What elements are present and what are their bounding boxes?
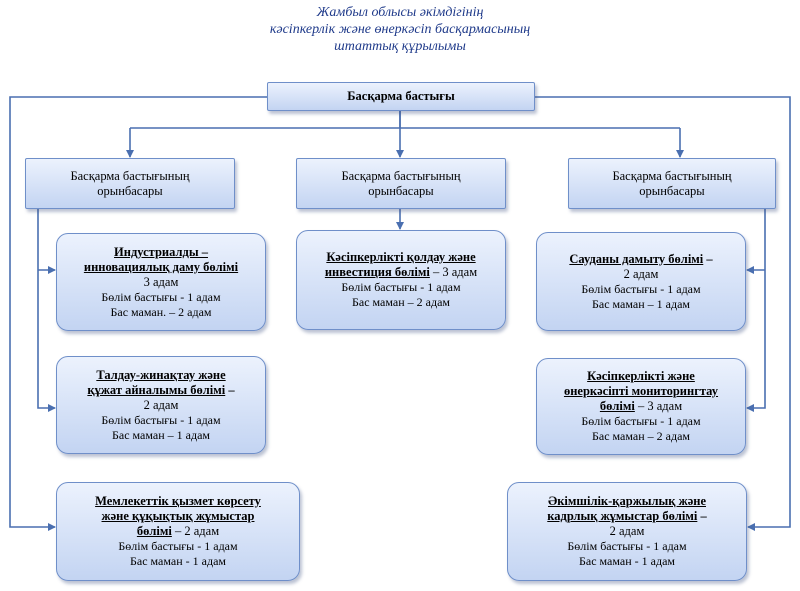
- dept-civil-name3: бөлімі: [136, 524, 172, 538]
- dept-civil-name1: Мемлекеттік қызмет көрсету: [95, 494, 261, 508]
- line-right-branch: [746, 208, 766, 412]
- dept-civil-head: Бөлім бастығы - 1 адам: [118, 539, 238, 553]
- dept-civil-count: – 2 адам: [171, 524, 220, 538]
- dept-support-count: – 3 адам: [429, 265, 478, 279]
- dept-admin-suffix: –: [697, 509, 707, 523]
- dept-support-name2: инвестиция бөлімі: [324, 265, 430, 279]
- dept-civil: Мемлекеттік қызмет көрсету және құқықтық…: [56, 482, 300, 581]
- dept-analysis-suffix: –: [225, 382, 235, 397]
- dept-admin-name2: кадрлық жұмыстар бөлімі: [547, 509, 698, 523]
- dept-trade-head: Бөлім бастығы - 1 адам: [581, 281, 701, 296]
- line-outer-right: [534, 96, 791, 531]
- dept-analysis-spec: Бас маман – 1 адам: [112, 427, 210, 442]
- dept-support-spec: Бас маман – 2 адам: [352, 295, 450, 309]
- title-line-1: Жамбыл облысы әкімдігінің: [316, 5, 484, 20]
- line-outer-left: [9, 96, 268, 531]
- dept-monitoring-head: Бөлім бастығы - 1 адам: [581, 414, 701, 428]
- deputy-box-center: Басқарма бастығының орынбасары: [296, 158, 506, 209]
- dept-admin-name1: Әкімшілік-қаржылық және: [548, 494, 706, 508]
- deputy-left-line2: орынбасары: [97, 183, 163, 198]
- dept-industrial-head: Бөлім бастығы - 1 адам: [101, 289, 221, 304]
- dept-admin-head: Бөлім бастығы - 1 адам: [567, 539, 687, 553]
- page-title: Жамбыл облысы әкімдігінің кәсіпкерлік жә…: [180, 4, 620, 55]
- dept-trade-count: 2 адам: [623, 266, 659, 281]
- deputy-center-line2: орынбасары: [368, 183, 434, 198]
- dept-industrial-count: 3 адам: [143, 274, 179, 289]
- dept-admin: Әкімшілік-қаржылық және кадрлық жұмыстар…: [507, 482, 747, 581]
- deputy-right-line2: орынбасары: [639, 183, 705, 198]
- dept-trade: Сауданы дамыту бөлімі – 2 адам Бөлім бас…: [536, 232, 746, 331]
- dept-monitoring-name1: Кәсіпкерлікті және: [587, 369, 695, 383]
- dept-support-head: Бөлім бастығы - 1 адам: [341, 280, 461, 294]
- deputy-box-right: Басқарма бастығының орынбасары: [568, 158, 776, 209]
- dept-support: Кәсіпкерлікті қолдау және инвестиция бөл…: [296, 230, 506, 330]
- deputy-left-line1: Басқарма бастығының: [70, 168, 190, 183]
- dept-industrial-spec: Бас маман. – 2 адам: [110, 304, 212, 319]
- head-label: Басқарма бастығы: [347, 89, 455, 103]
- dept-analysis-count: 2 адам: [143, 397, 179, 412]
- dept-trade-name1: Сауданы дамыту бөлімі: [569, 251, 704, 266]
- dept-monitoring-name3: бөлімі: [599, 399, 635, 413]
- dept-monitoring: Кәсіпкерлікті және өнеркәсіпті мониторин…: [536, 358, 746, 455]
- dept-civil-spec: Бас маман - 1 адам: [130, 554, 226, 568]
- dept-trade-suffix: –: [703, 251, 713, 266]
- dept-admin-spec: Бас маман - 1 адам: [579, 554, 675, 568]
- dept-analysis-name2: құжат айналымы бөлімі: [87, 382, 226, 397]
- deputy-center-line1: Басқарма бастығының: [341, 168, 461, 183]
- dept-monitoring-name2: өнеркәсіпті мониторингтау: [563, 384, 719, 398]
- dept-analysis: Талдау-жинақтау және құжат айналымы бөлі…: [56, 356, 266, 454]
- head-box: Басқарма бастығы: [267, 82, 535, 111]
- title-line-2: кәсіпкерлік және өнеркәсіп басқармасының: [269, 22, 531, 37]
- deputy-right-line1: Басқарма бастығының: [612, 168, 732, 183]
- dept-admin-count: 2 адам: [609, 524, 645, 538]
- line-left-branch: [37, 208, 56, 412]
- dept-analysis-head: Бөлім бастығы - 1 адам: [101, 412, 221, 427]
- title-line-3: штаттық құрылымы: [334, 39, 466, 54]
- dept-monitoring-count: – 3 адам: [634, 399, 683, 413]
- dept-analysis-name1: Талдау-жинақтау және: [96, 367, 226, 382]
- dept-support-name1: Кәсіпкерлікті қолдау және: [326, 250, 476, 264]
- dept-industrial-name2: инновациялық даму бөлімі: [83, 259, 239, 274]
- deputy-box-left: Басқарма бастығының орынбасары: [25, 158, 235, 209]
- dept-industrial: Индустриалды – инновациялық даму бөлімі …: [56, 233, 266, 331]
- dept-industrial-name1: Индустриалды –: [114, 244, 208, 259]
- dept-monitoring-spec: Бас маман – 2 адам: [592, 429, 690, 443]
- dept-civil-name2: және құқықтық жұмыстар: [101, 509, 255, 523]
- dept-trade-spec: Бас маман – 1 адам: [592, 296, 690, 311]
